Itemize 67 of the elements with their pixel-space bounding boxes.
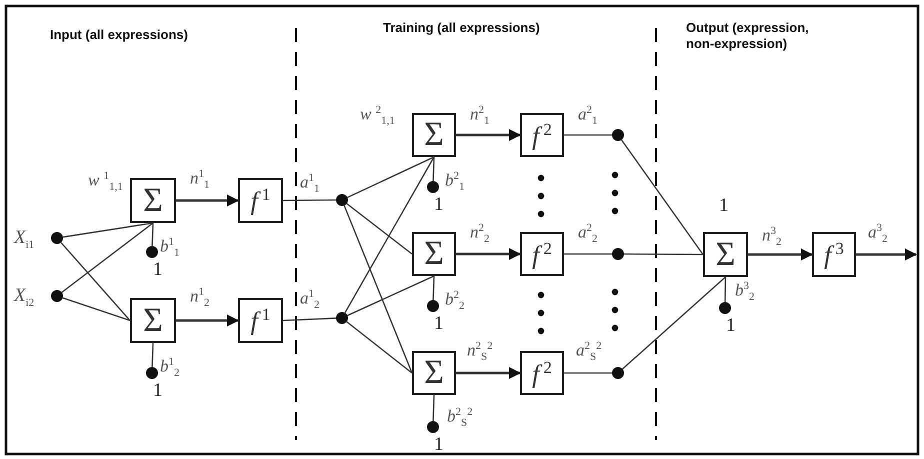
bias-input-value: 1 <box>726 316 736 335</box>
connector-line <box>347 156 434 198</box>
junction-dot <box>51 290 63 302</box>
connector-line <box>152 222 154 246</box>
arrow <box>748 248 813 260</box>
junction-dot <box>336 194 348 206</box>
arrow <box>176 194 239 206</box>
connector-line <box>622 276 726 370</box>
connector-line <box>564 253 612 255</box>
connector-line <box>344 156 435 314</box>
bias-input-value: 1 <box>153 260 162 279</box>
junction-dot <box>336 312 348 324</box>
input-label: X$_{i1}$ <box>14 228 34 251</box>
connector-line <box>564 372 612 374</box>
bias-input-value: 1 <box>153 381 162 400</box>
connector-line <box>152 342 154 368</box>
arrow <box>856 248 917 260</box>
summation-box: Σ <box>130 178 176 223</box>
transfer-function-box: f$^{2}$ <box>520 351 564 395</box>
connector-line <box>432 276 435 300</box>
summation-box: Σ <box>130 298 176 343</box>
connector-line <box>432 156 435 182</box>
connector-line <box>347 275 434 316</box>
transfer-function-box: f$^{3}$ <box>812 232 856 277</box>
connector-line <box>624 253 703 256</box>
transfer-function-box: f$^{2}$ <box>520 232 564 276</box>
arrow <box>456 367 521 379</box>
junction-dot <box>427 421 439 433</box>
connector-line <box>282 318 336 322</box>
junction-dot <box>719 302 731 314</box>
transfer-function-box: f$^{1}$ <box>238 298 283 343</box>
junction-dot <box>612 248 624 260</box>
bias-input-value: 1 <box>434 314 444 333</box>
junction-dot <box>146 246 158 258</box>
connector-line <box>564 134 612 136</box>
junction-dot <box>51 232 63 244</box>
connector-line <box>283 199 336 202</box>
summation-box: Σ <box>412 351 456 395</box>
section-heading: Training (all expressions) <box>383 20 540 36</box>
connector-line <box>62 297 130 322</box>
bias-input-value: 1 <box>719 196 728 215</box>
junction-dot <box>427 300 439 312</box>
input-label: X$_{i2}$ <box>14 286 34 309</box>
section-heading: Input (all expressions) <box>50 27 188 44</box>
connector-line <box>346 321 412 374</box>
junction-dot <box>427 181 439 193</box>
summation-box: Σ <box>412 113 456 157</box>
connector-line <box>620 140 704 255</box>
arrow <box>176 314 239 326</box>
connector-line <box>724 276 726 302</box>
arrow <box>456 129 521 141</box>
summation-box: Σ <box>412 232 456 276</box>
junction-dot <box>612 367 624 379</box>
connector-line <box>62 222 154 238</box>
connector-line <box>432 394 435 422</box>
junction-dot <box>612 129 624 141</box>
summation-box: Σ <box>703 232 748 277</box>
transfer-function-box: f$^{2}$ <box>520 113 564 157</box>
transfer-function-box: f$^{1}$ <box>238 178 283 223</box>
connector-line <box>60 242 130 321</box>
connector-line <box>346 203 412 255</box>
junction-dot <box>146 367 158 379</box>
bias-input-value: 1 <box>434 435 444 454</box>
bias-input-value: 1 <box>434 195 444 214</box>
arrow <box>456 248 521 260</box>
connector-line <box>61 222 154 293</box>
section-heading: Output (expression, non-expression) <box>686 20 810 52</box>
